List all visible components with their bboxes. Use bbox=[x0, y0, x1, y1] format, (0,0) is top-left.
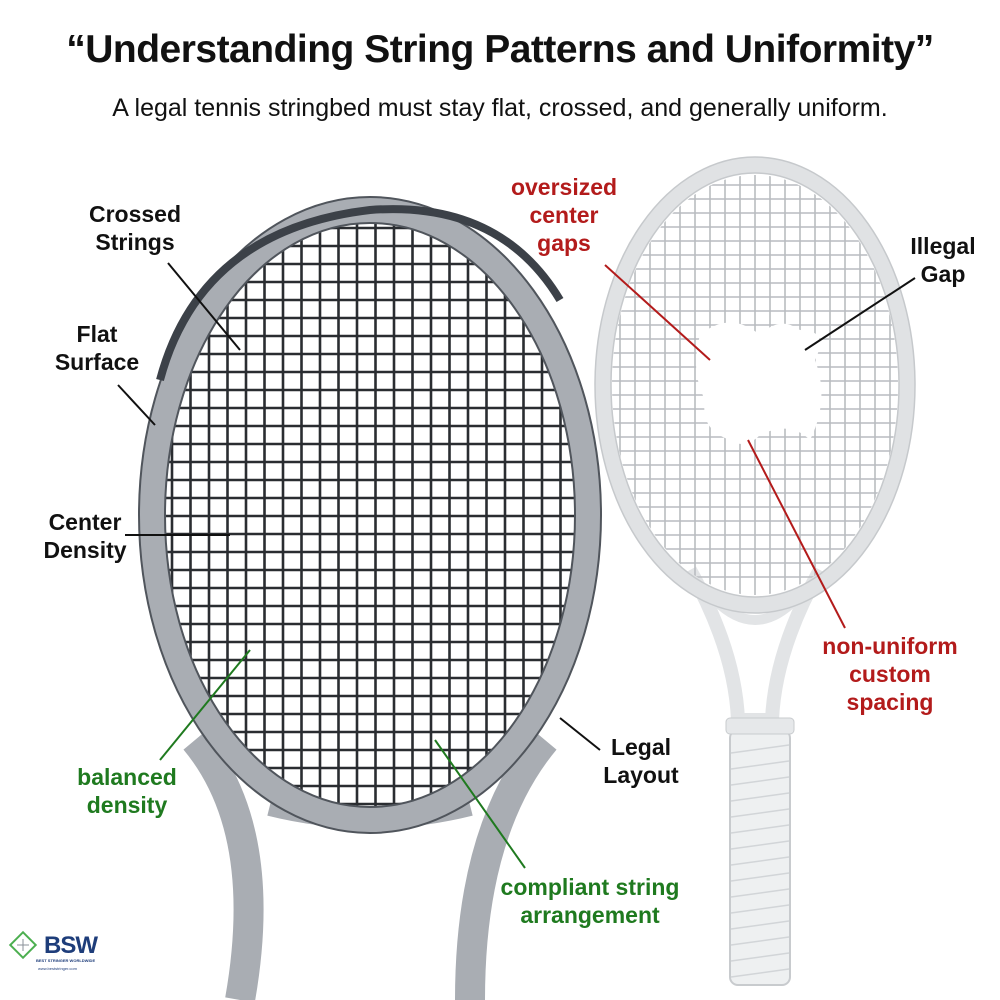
grip-wrap bbox=[730, 776, 790, 786]
page-title: “Understanding String Patterns and Unifo… bbox=[66, 28, 934, 71]
right-frame bbox=[595, 157, 915, 613]
page-subtitle: A legal tennis stringbed must stay flat,… bbox=[112, 94, 888, 122]
logo-tagline: BEST STRINGER WORLDWIDE bbox=[36, 958, 96, 963]
left-throat-right bbox=[455, 730, 557, 1000]
logo-name: BSW bbox=[44, 932, 98, 959]
grip-wrap bbox=[730, 760, 790, 770]
grip-wrap bbox=[730, 952, 790, 962]
grip-wrap bbox=[730, 792, 790, 802]
grip-wrap bbox=[730, 904, 790, 914]
grip-wrap bbox=[730, 920, 790, 930]
left-bumper bbox=[156, 205, 564, 382]
leader-lines bbox=[117, 262, 916, 869]
grip-wrap bbox=[730, 808, 790, 818]
left-throat-left bbox=[183, 730, 264, 1000]
grip-wrap bbox=[730, 824, 790, 834]
logo-url: www.beststringer.com bbox=[38, 966, 77, 971]
grip-wrap bbox=[730, 856, 790, 866]
center-gap bbox=[696, 322, 822, 444]
logo-mark-icon bbox=[8, 930, 38, 960]
grip-wrap bbox=[730, 744, 790, 754]
grip-wrap bbox=[730, 968, 790, 978]
bsw-logo: BSW BEST STRINGER WORLDWIDE www.beststri… bbox=[8, 930, 118, 980]
grip-wrap bbox=[730, 936, 790, 946]
grip-wrap bbox=[730, 888, 790, 898]
illegal-racket bbox=[594, 156, 916, 986]
grip-wrap bbox=[730, 840, 790, 850]
right-collar bbox=[725, 717, 795, 735]
grip-wrap bbox=[730, 872, 790, 882]
